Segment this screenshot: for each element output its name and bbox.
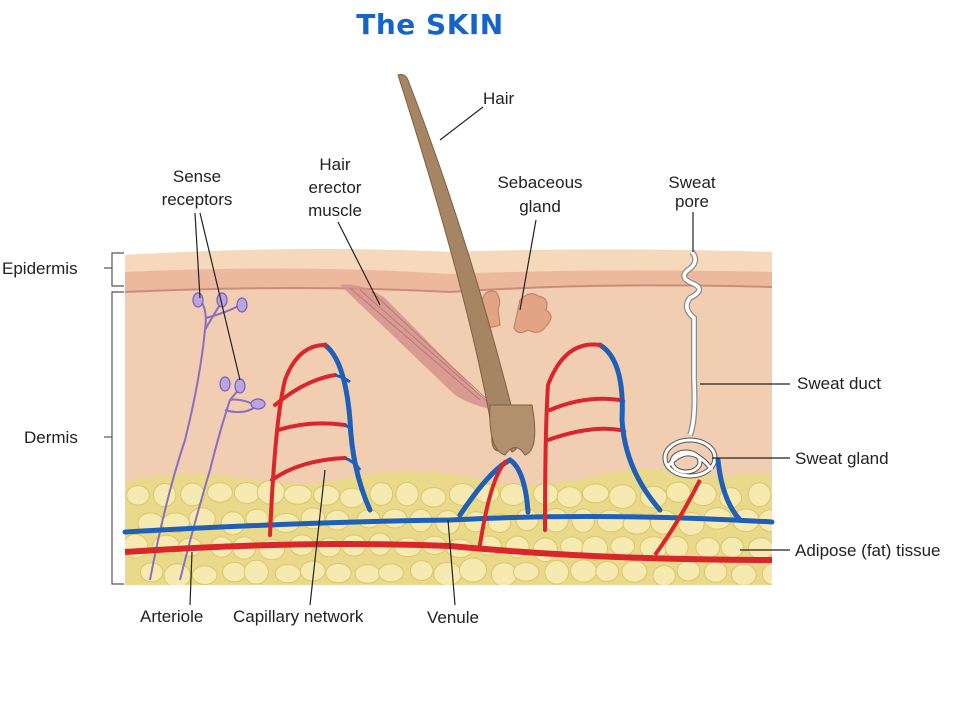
fat-cell [621,560,648,583]
fat-cell [596,509,626,533]
label-adipose-tissue: Adipose (fat) tissue [795,541,941,560]
fat-cell [191,565,218,585]
leader-lines [189,106,790,606]
fat-cell [610,536,636,557]
label-dermis: Dermis [24,428,78,447]
fat-cell [747,537,772,560]
fat-cell [378,563,404,583]
fat-cell [761,562,772,585]
epidermis-basal-layer [125,268,772,292]
fat-cell [283,484,313,505]
fat-cell [676,560,701,582]
fat-cell [458,557,488,583]
label-sweat-pore-line1: Sweat [668,173,716,192]
fat-cell [325,562,352,584]
fat-cell [581,483,610,504]
fat-cell [664,535,689,560]
fat-cell [222,561,247,583]
fat-cell [233,481,261,504]
label-sense-receptors-line1: Sense [173,167,221,186]
fat-cell [652,565,676,585]
fat-cell [512,562,540,582]
fat-cell [571,508,596,533]
label-capillary-network: Capillary network [233,607,364,626]
fat-cell [720,536,745,559]
fat-cell [433,561,462,585]
fat-cell [570,559,598,583]
capillary-venous-side [334,373,627,471]
fat-cell [369,482,394,506]
fat-cell [206,482,233,503]
label-sebaceous-line2: gland [519,197,561,216]
label-sweat-pore-line2: pore [675,192,709,211]
fat-cell [163,563,192,585]
fat-cell [274,564,302,584]
hair-follicle-bulb [489,404,536,456]
capillary-network [268,342,622,547]
sweat-duct [682,250,701,436]
label-sweat-duct: Sweat duct [797,374,881,393]
venule [122,342,775,535]
fat-cell [409,560,434,582]
label-hair: Hair [483,89,515,108]
label-sweat-gland: Sweat gland [795,449,889,468]
hair-erector-muscle [340,284,495,410]
label-sense-receptors-line2: receptors [162,190,233,209]
fat-cell [356,509,381,529]
fat-cell [595,560,619,582]
fat-cell [695,537,721,559]
fat-cell [532,537,558,563]
fat-cell [665,481,691,503]
fat-cell [395,481,419,507]
fat-cell [152,482,177,508]
label-venule: Venule [427,608,479,627]
label-sebaceous-line1: Sebaceous [497,173,582,192]
fat-cell [317,537,342,558]
fat-cell [312,484,341,506]
fat-cell [747,482,772,508]
page-title: The SKIN [356,8,504,41]
label-hair-erector-line1: Hair [319,155,351,174]
fat-cell [243,559,269,585]
label-epidermis: Epidermis [2,259,78,278]
hair-shaft [397,74,519,453]
fat-cell [608,484,637,510]
layer-brackets [104,252,124,585]
fat-cell [544,559,570,585]
fat-cell [420,487,447,508]
fat-cell [703,561,728,583]
label-hair-erector-line3: muscle [308,201,362,220]
fat-cell [354,564,381,584]
fat-cell [220,511,246,536]
fat-cell [730,563,757,585]
label-hair-erector-line2: erector [309,178,362,197]
fat-cell [490,562,518,585]
fat-cell [180,482,205,507]
fat-cell [556,486,583,508]
fat-cell [126,485,150,506]
label-arteriole: Arteriole [140,607,203,626]
